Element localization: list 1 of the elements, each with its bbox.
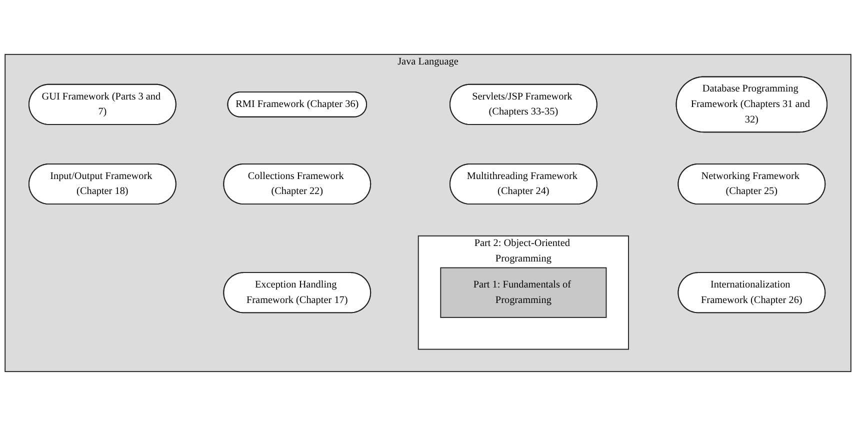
node-box: Part 1: Fundamentals of Programming xyxy=(440,267,607,318)
